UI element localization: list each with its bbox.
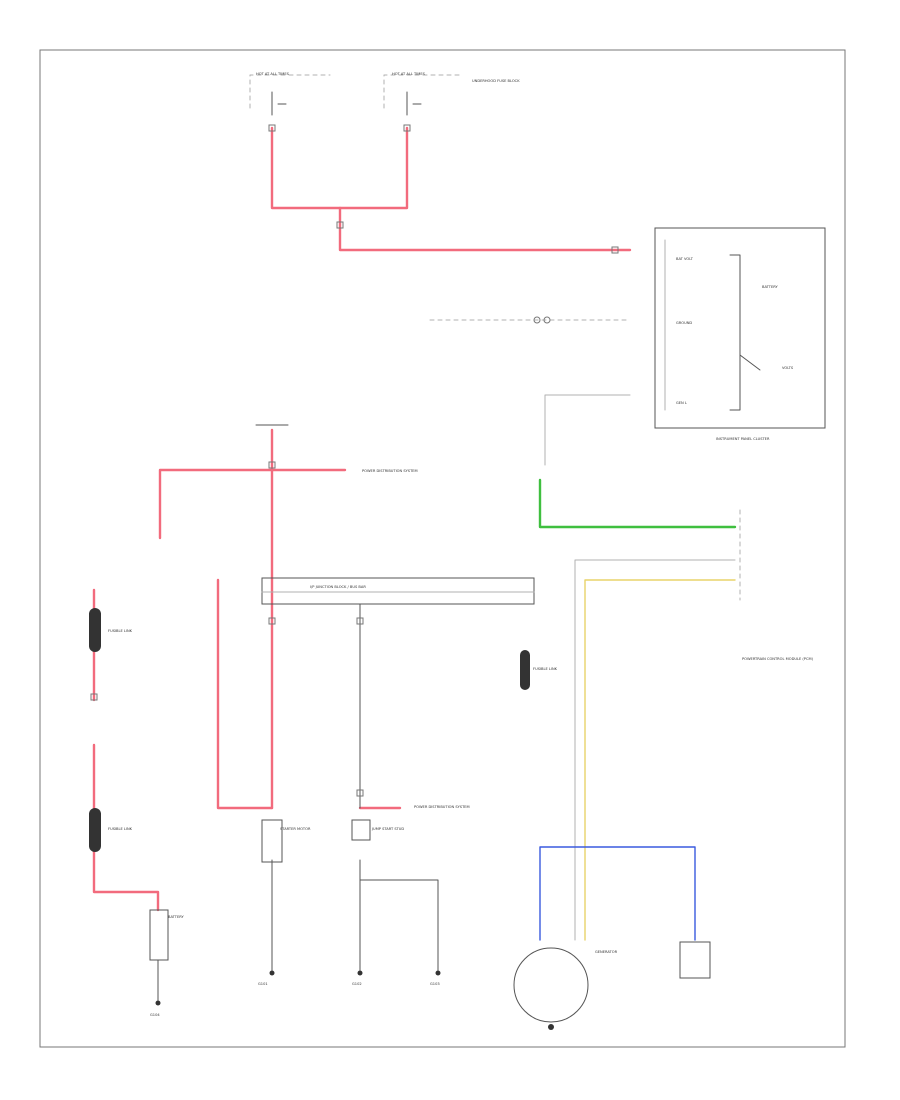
fusible-link-2-label: FUSIBLE LINK (108, 827, 133, 831)
cluster-bat-volt-label: BAT VOLT (676, 257, 694, 261)
cluster-circuit (729, 254, 741, 411)
ground-3-label: G103 (430, 982, 440, 986)
jump-start-stud-label: JUMP START STUD (371, 827, 404, 831)
battery (149, 909, 169, 961)
fuse-label-2: HOT AT ALL TIMES (392, 72, 426, 76)
wire-yellow-generator (584, 579, 736, 941)
fusible-link-3-label: FUSIBLE LINK (533, 667, 558, 671)
generator-label: GENERATOR (595, 950, 618, 954)
cluster-switch (739, 354, 761, 371)
fusible-link-small (520, 650, 530, 690)
bus-bar-label: I/P JUNCTION BLOCK / BUS BAR (310, 585, 366, 589)
fusible-link-1 (89, 608, 101, 652)
ip-bus-bar (261, 577, 535, 605)
diagram-frame (39, 49, 846, 1048)
jump-start-stud (351, 819, 371, 841)
wire-pink-to-cluster (338, 206, 632, 252)
ground-markers (155, 970, 441, 1006)
fuse-block-outline-right (383, 74, 461, 109)
wire-green-to-pcm (538, 478, 737, 529)
connector-pins-top (268, 124, 619, 254)
ground-4-label: G104 (150, 1013, 160, 1017)
fuse-block-outline-left (249, 74, 331, 109)
instrument-cluster-label: INSTRUMENT PANEL CLUSTER (716, 437, 770, 441)
wire-dark-ground-4 (359, 879, 439, 971)
starter-motor-label: STARTER MOTOR (280, 827, 311, 831)
cluster-ground-label: GROUND (676, 321, 692, 325)
fuse-top-left (271, 91, 287, 116)
generator-sensor (679, 941, 711, 979)
fusible-link-1-label: FUSIBLE LINK (108, 629, 133, 633)
generator (513, 947, 589, 1023)
wire-gray-gen-l (544, 394, 631, 466)
fuse-top-right (406, 91, 422, 116)
cluster-volts-label: VOLTS (782, 366, 794, 370)
generator-ground-dot (548, 1024, 554, 1030)
power-distribution-label-1: POWER DISTRIBUTION SYSTEM (362, 469, 418, 473)
starter-motor (261, 819, 283, 863)
battery-label: BATTERY (168, 915, 185, 919)
power-distribution-label-2: POWER DISTRIBUTION SYSTEM (414, 805, 470, 809)
underhood-fuse-block-label: UNDERHOOD FUSE BLOCK (472, 79, 520, 83)
wire-gray-generator (574, 559, 736, 941)
pcm-label: POWERTRAIN CONTROL MODULE (PCM) (742, 657, 814, 661)
fusible-link-2 (89, 808, 101, 852)
wire-blue-generator (539, 846, 696, 941)
ground-connector-mid (533, 316, 551, 324)
ground-1-label: G101 (258, 982, 268, 986)
fuse-label-1: HOT AT ALL TIMES (256, 72, 290, 76)
wire-pink-mid (216, 578, 274, 810)
connector-pins-lower (90, 461, 364, 797)
cluster-gen-l-label: GEN L (676, 401, 687, 405)
ground-2-label: G102 (352, 982, 362, 986)
wire-pink-top-loop (270, 126, 409, 210)
wire-pink-starter-top (158, 468, 347, 540)
cluster-battery-label: BATTERY (762, 285, 779, 289)
instrument-panel-cluster (654, 227, 826, 429)
